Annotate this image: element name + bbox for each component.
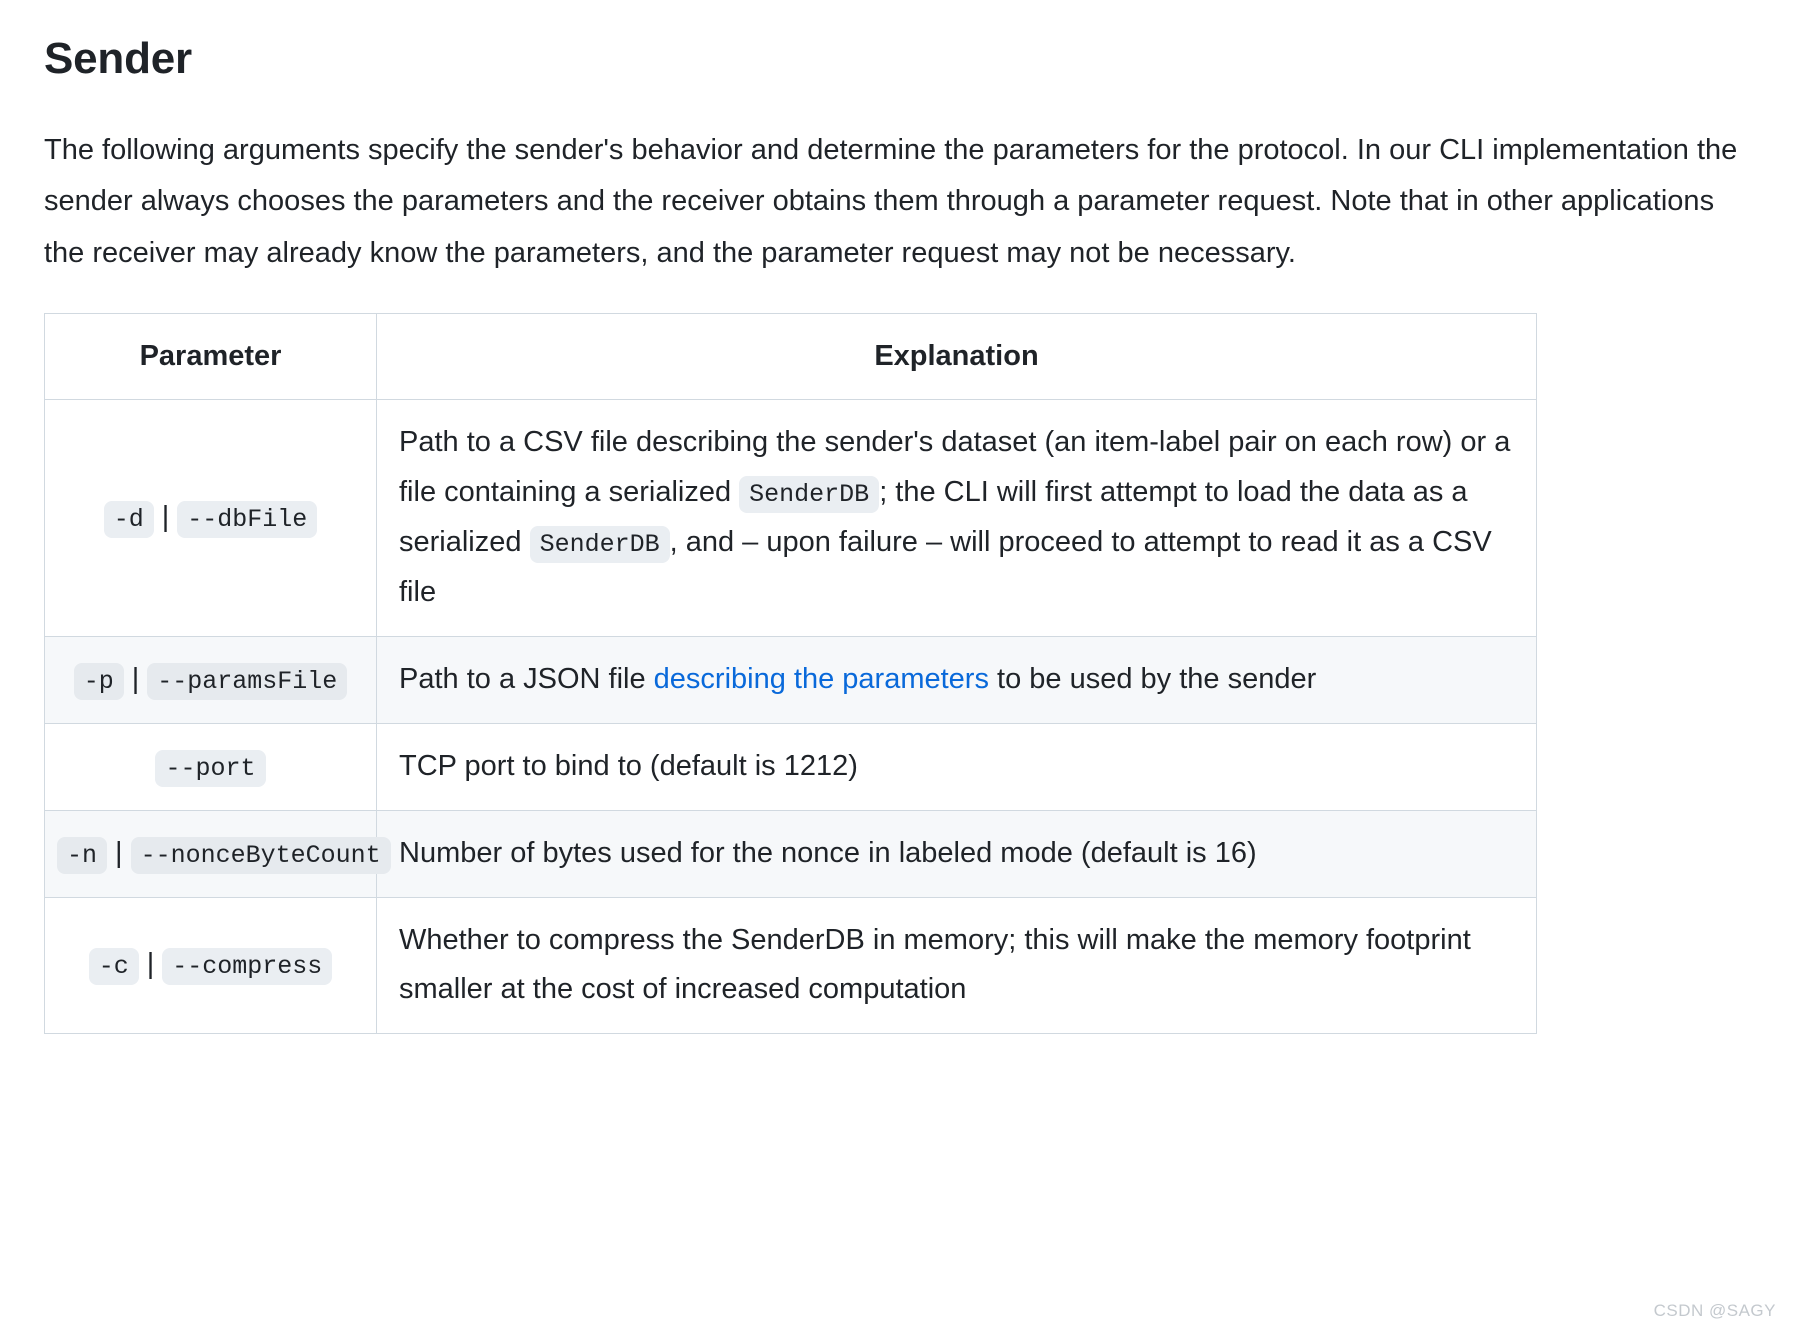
intro-paragraph: The following arguments specify the send…: [44, 133, 1738, 269]
explanation-cell-dbfile: Path to a CSV file describing the sender…: [376, 399, 1537, 637]
flag-separator: |: [146, 948, 155, 981]
document-page: Sender The following arguments specify t…: [44, 34, 1738, 1035]
code-long-flag: --port: [155, 749, 266, 787]
explanation-text-part: ; the CLI will first attempt to load the…: [399, 476, 1468, 559]
explanation-cell-noncebytecount: Number of bytes used for the nonce in la…: [376, 809, 1537, 898]
explanation-text-part: Path to a JSON file: [399, 662, 654, 695]
explanation-text-part: , and – upon failure – will proceed to a…: [399, 526, 1492, 609]
parameter-cell-paramsfile: -p|--paramsFile: [44, 635, 377, 724]
table-row: -c|--compress Whether to compress the Se…: [44, 896, 1537, 1035]
parameter-cell-compress: -c|--compress: [44, 896, 377, 1035]
code-short-flag: -n: [57, 836, 108, 874]
table-row: -n|--nonceByteCount Number of bytes used…: [44, 809, 1537, 898]
describing-the-parameters-link[interactable]: describing the parameters: [653, 662, 989, 695]
flag-separator: |: [161, 501, 170, 534]
code-long-flag: --dbFile: [177, 501, 318, 539]
code-long-flag: --compress: [162, 948, 333, 986]
code-long-flag: --nonceByteCount: [130, 836, 391, 874]
page-title: Sender: [44, 34, 192, 83]
table-row: --port TCP port to bind to (default is 1…: [44, 722, 1537, 811]
parameter-cell-port: --port: [44, 722, 377, 811]
code-long-flag: --paramsFile: [147, 662, 348, 700]
parameter-cell-noncebytecount: -n|--nonceByteCount: [44, 809, 391, 898]
flag-separator: |: [115, 836, 123, 869]
watermark: CSDN @SAGY: [1653, 1301, 1776, 1320]
code-senderdb-2: SenderDB: [529, 526, 670, 564]
explanation-cell-paramsfile: Path to a JSON file describing the param…: [376, 635, 1537, 724]
table-body: -d|--dbFile Path to a CSV file describin…: [44, 399, 1537, 1035]
parameters-table: Parameter Explanation -d|--dbFile Path t…: [44, 313, 1537, 1035]
table-row: -d|--dbFile Path to a CSV file describin…: [44, 399, 1537, 637]
column-header-parameter: Parameter: [44, 313, 377, 401]
column-header-explanation: Explanation: [376, 313, 1537, 401]
parameter-cell-dbfile: -d|--dbFile: [44, 399, 377, 637]
explanation-text-part: Path to a CSV file describing the sender…: [399, 426, 1511, 509]
flag-separator: |: [131, 662, 140, 695]
table-header-row: Parameter Explanation: [44, 313, 1537, 401]
table-row: -p|--paramsFile Path to a JSON file desc…: [44, 635, 1537, 724]
code-short-flag: -d: [103, 501, 154, 539]
explanation-cell-port: TCP port to bind to (default is 1212): [376, 722, 1537, 811]
code-short-flag: -p: [73, 662, 124, 700]
code-short-flag: -c: [88, 948, 139, 986]
table-head: Parameter Explanation: [44, 313, 1537, 401]
code-senderdb-1: SenderDB: [739, 476, 880, 514]
explanation-cell-compress: Whether to compress the SenderDB in memo…: [376, 896, 1537, 1035]
explanation-text-part: to be used by the sender: [988, 662, 1317, 695]
